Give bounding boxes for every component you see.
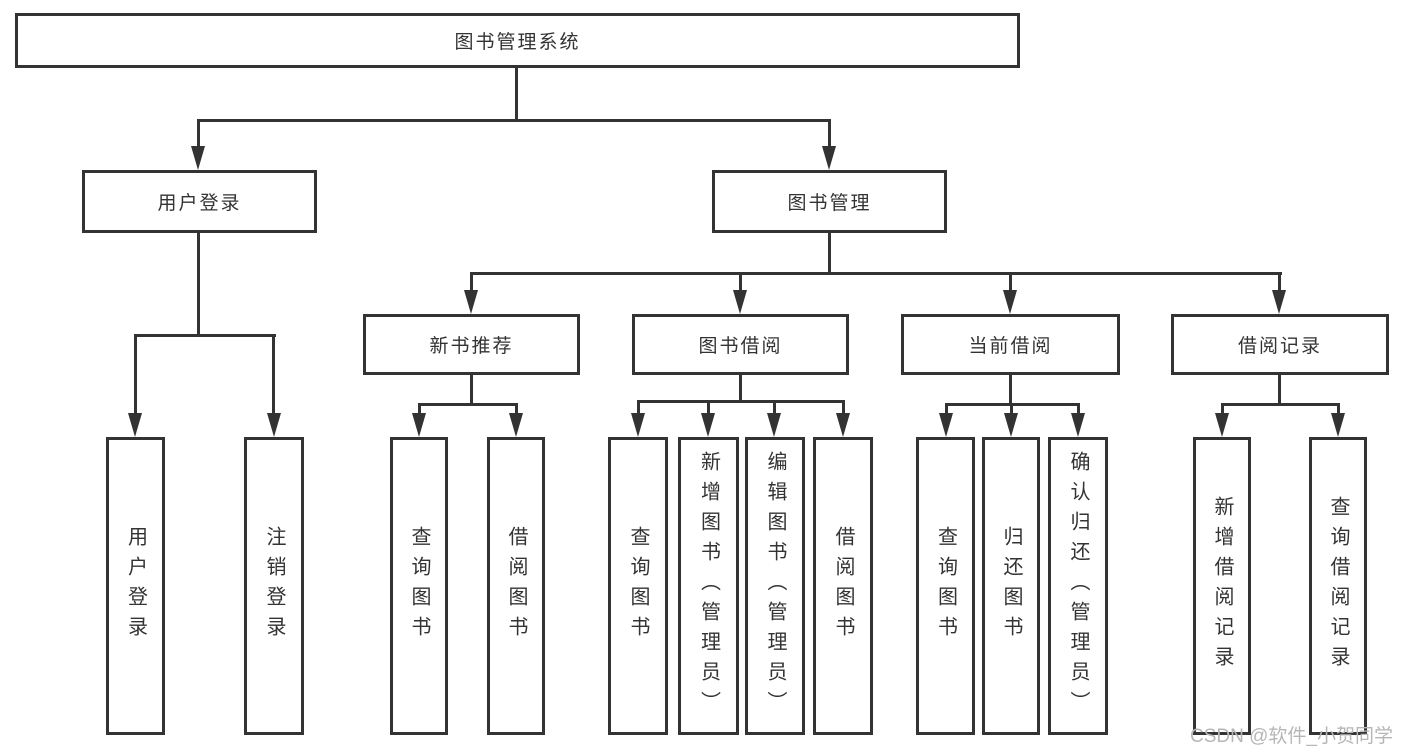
node-new-book-rec: 新书推荐 xyxy=(363,314,580,375)
node-borrow-record: 借阅记录 xyxy=(1171,314,1389,375)
leaf-user-login: 用户登录 xyxy=(106,437,165,735)
arrowhead xyxy=(767,413,781,437)
node-new-book-rec-label: 新书推荐 xyxy=(429,336,514,357)
leaf-logout-label: 注销登录 xyxy=(263,526,285,646)
connector-stub-borrow-record xyxy=(1278,272,1281,292)
arrowhead xyxy=(836,413,850,437)
connector-stub xyxy=(773,400,776,415)
node-borrow-record-label: 借阅记录 xyxy=(1237,336,1322,357)
connector-book-borrow-hline xyxy=(637,400,845,403)
connector-new-book-vline xyxy=(470,375,473,406)
connector-stub-book-mgmt xyxy=(828,119,831,148)
connector-stub xyxy=(1337,403,1340,415)
connector-stub xyxy=(418,403,421,415)
leaf-query-record: 查询借阅记录 xyxy=(1309,437,1367,735)
leaf-add-book: 新增图书（管理员） xyxy=(678,437,739,735)
leaf-query-record-label: 查询借阅记录 xyxy=(1327,496,1349,676)
connector-stub-current-borrow xyxy=(1009,272,1012,292)
connector-current-borrow-vline xyxy=(1009,375,1012,406)
leaf-logout: 注销登录 xyxy=(244,437,304,735)
connector-root-vline xyxy=(515,68,518,121)
connector-level2-hline xyxy=(197,119,831,122)
leaf-return-book-label: 归还图书 xyxy=(1000,526,1022,646)
node-root: 图书管理系统 xyxy=(15,13,1020,68)
leaf-query-book-2-label: 查询图书 xyxy=(627,526,649,646)
leaf-borrow-book-1: 借阅图书 xyxy=(487,437,545,735)
arrowhead-borrow-record xyxy=(1272,290,1286,314)
leaf-borrow-book-2: 借阅图书 xyxy=(813,437,873,735)
connector-stub xyxy=(1010,403,1013,415)
connector-stub xyxy=(637,400,640,415)
leaf-query-book-3-label: 查询图书 xyxy=(934,526,957,646)
node-book-mgmt-label: 图书管理 xyxy=(787,193,872,214)
node-book-borrow: 图书借阅 xyxy=(632,314,849,375)
leaf-user-login-label: 用户登录 xyxy=(124,526,147,646)
arrowhead xyxy=(1004,413,1018,437)
arrowhead xyxy=(701,413,715,437)
arrowhead xyxy=(1215,413,1229,437)
leaf-add-record: 新增借阅记录 xyxy=(1193,437,1251,735)
leaf-confirm-return-label: 确认归还（管理员） xyxy=(1067,451,1089,721)
connector-borrow-record-vline xyxy=(1278,375,1281,406)
connector-stub-leaf-login xyxy=(134,334,137,415)
arrowhead-leaf-login xyxy=(128,413,142,437)
leaf-edit-book-label: 编辑图书（管理员） xyxy=(764,451,786,721)
node-book-mgmt: 图书管理 xyxy=(712,170,947,233)
leaf-add-book-label: 新增图书（管理员） xyxy=(697,451,720,721)
arrowhead-user-login xyxy=(191,146,205,170)
leaf-edit-book: 编辑图书（管理员） xyxy=(745,437,805,735)
connector-borrow-record-hline xyxy=(1221,403,1340,406)
node-current-borrow: 当前借阅 xyxy=(901,314,1120,375)
leaf-return-book: 归还图书 xyxy=(982,437,1040,735)
node-user-login-label: 用户登录 xyxy=(157,193,242,214)
leaf-query-book-1: 查询图书 xyxy=(390,437,448,735)
connector-stub-new-book xyxy=(470,272,473,292)
connector-level3-hline xyxy=(470,272,1282,275)
connector-stub-book-borrow xyxy=(739,272,742,292)
leaf-query-book-2: 查询图书 xyxy=(608,437,668,735)
arrowhead xyxy=(509,413,523,437)
node-root-label: 图书管理系统 xyxy=(454,32,581,53)
leaf-query-book-1-label: 查询图书 xyxy=(408,526,430,646)
connector-user-login-vline xyxy=(197,233,200,336)
connector-stub xyxy=(945,403,948,415)
arrowhead-leaf-logout xyxy=(267,413,281,437)
leaf-borrow-book-2-label: 借阅图书 xyxy=(832,526,854,646)
arrowhead xyxy=(631,413,645,437)
leaf-borrow-book-1-label: 借阅图书 xyxy=(505,526,527,646)
arrowhead xyxy=(412,413,426,437)
arrowhead-book-borrow xyxy=(733,290,747,314)
connector-stub xyxy=(842,400,845,415)
connector-stub xyxy=(707,400,710,415)
arrowhead xyxy=(939,413,953,437)
connector-stub-leaf-logout xyxy=(272,334,275,415)
connector-book-mgmt-vline xyxy=(828,233,831,275)
arrowhead xyxy=(1071,413,1085,437)
watermark: CSDN @软件_小贺同学 xyxy=(1190,726,1393,747)
node-current-borrow-label: 当前借阅 xyxy=(968,336,1053,357)
leaf-query-book-3: 查询图书 xyxy=(916,437,975,735)
leaf-add-record-label: 新增借阅记录 xyxy=(1211,496,1233,676)
connector-book-borrow-vline xyxy=(739,375,742,403)
node-book-borrow-label: 图书借阅 xyxy=(698,336,783,357)
connector-user-login-hline xyxy=(134,334,276,337)
connector-new-book-hline xyxy=(418,403,518,406)
arrowhead xyxy=(1331,413,1345,437)
connector-stub xyxy=(515,403,518,415)
arrowhead-book-mgmt xyxy=(822,146,836,170)
node-user-login: 用户登录 xyxy=(82,170,317,233)
arrowhead-new-book xyxy=(464,290,478,314)
leaf-confirm-return: 确认归还（管理员） xyxy=(1048,437,1108,735)
connector-stub xyxy=(1077,403,1080,415)
connector-stub-user-login xyxy=(197,119,200,148)
connector-stub xyxy=(1221,403,1224,415)
arrowhead-current-borrow xyxy=(1003,290,1017,314)
